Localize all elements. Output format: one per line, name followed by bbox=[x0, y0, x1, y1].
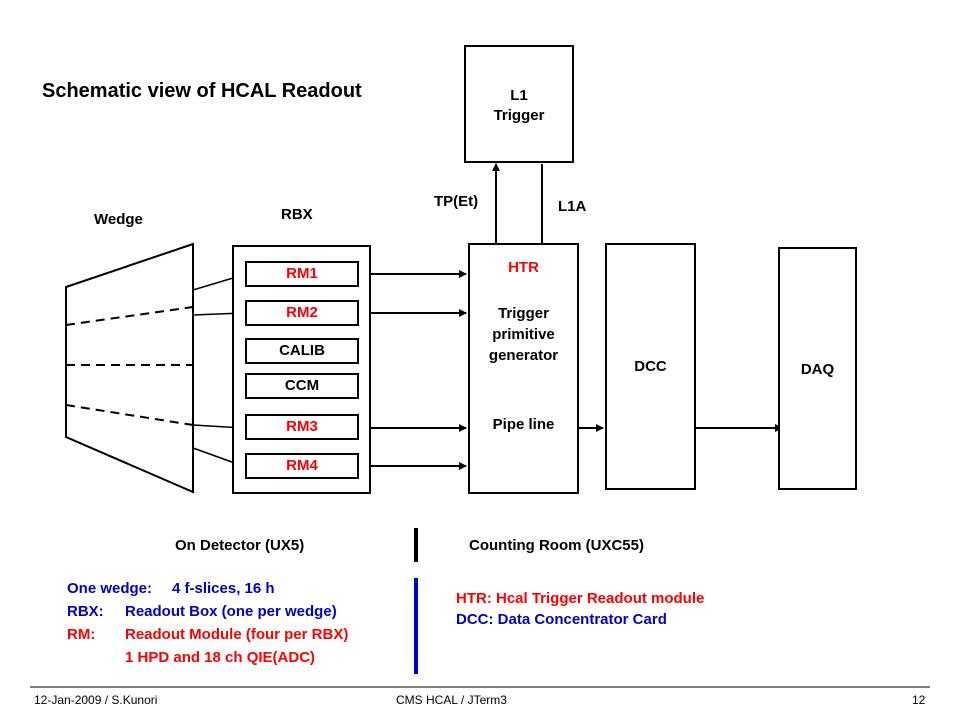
tp-et-label: TP(Et) bbox=[434, 193, 479, 210]
l1-trigger-line1: L1 bbox=[510, 87, 528, 104]
rm2-module: RM2 bbox=[245, 300, 359, 326]
pipeline-label: Pipe line bbox=[492, 416, 555, 433]
l1-trigger-box: L1 Trigger bbox=[464, 45, 574, 163]
note-dcc-def: DCC: Data Concentrator Card bbox=[456, 611, 667, 628]
note-htr-def: HTR: Hcal Trigger Readout module bbox=[456, 590, 705, 607]
htr-title: HTR bbox=[508, 259, 539, 276]
counting-room-label: Counting Room (UXC55) bbox=[469, 537, 644, 554]
daq-label: DAQ bbox=[800, 361, 835, 378]
tpg-line1: Trigger bbox=[498, 305, 549, 322]
wedge-shape bbox=[65, 242, 194, 494]
calib-module: CALIB bbox=[245, 338, 359, 364]
note-rm-val: Readout Module (four per RBX) bbox=[125, 626, 349, 643]
footer-left: 12-Jan-2009 / S.Kunori bbox=[34, 693, 158, 707]
rm1-module: RM1 bbox=[245, 261, 359, 287]
tpg-line2: primitive bbox=[492, 326, 555, 343]
dcc-label: DCC bbox=[634, 358, 667, 375]
daq-box bbox=[778, 247, 857, 490]
note-rbx-key: RBX: bbox=[67, 603, 104, 620]
wedge-label: Wedge bbox=[94, 211, 143, 228]
note-rm-val2: 1 HPD and 18 ch QIE(ADC) bbox=[125, 649, 316, 666]
htr-box bbox=[468, 243, 579, 494]
wedge-slice-1 bbox=[65, 306, 194, 326]
footer-center: CMS HCAL / JTerm3 bbox=[396, 693, 507, 707]
on-detector-label: On Detector (UX5) bbox=[175, 537, 305, 554]
wedge-slice-3 bbox=[65, 404, 194, 426]
note-rm-key: RM: bbox=[67, 626, 96, 643]
note-rbx-val: Readout Box (one per wedge) bbox=[125, 603, 337, 620]
rbx-label: RBX bbox=[281, 206, 313, 223]
ccm-module: CCM bbox=[245, 373, 359, 399]
footer-right: 12 bbox=[912, 693, 926, 707]
rm3-module: RM3 bbox=[245, 414, 359, 440]
page-title: Schematic view of HCAL Readout bbox=[42, 80, 362, 102]
note-wedge-val: 4 f-slices, 16 h bbox=[172, 580, 275, 597]
tpg-line3: generator bbox=[488, 347, 559, 364]
l1-trigger-line2: Trigger bbox=[493, 107, 545, 124]
note-wedge-key: One wedge: bbox=[67, 580, 153, 597]
l1a-label: L1A bbox=[558, 198, 587, 215]
rm4-module: RM4 bbox=[245, 453, 359, 479]
dcc-box bbox=[605, 243, 696, 490]
